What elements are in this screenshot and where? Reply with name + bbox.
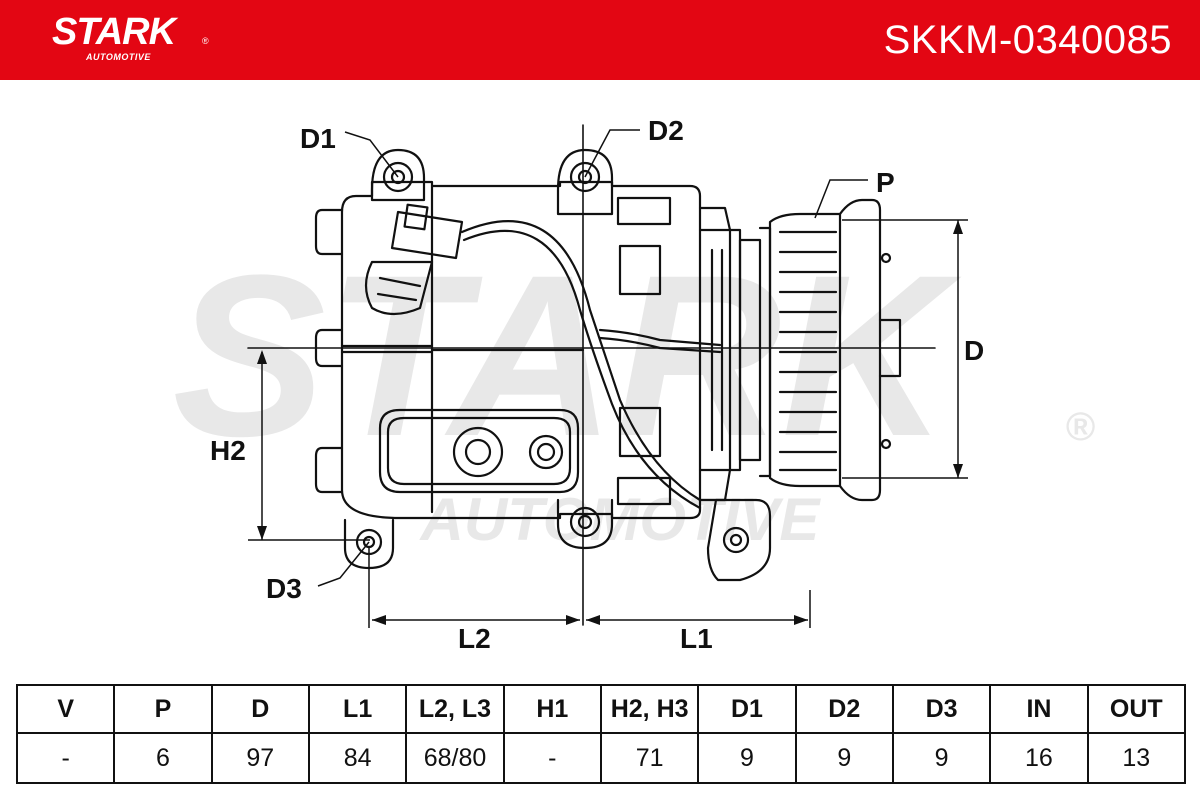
spec-header-v: V <box>15 684 116 734</box>
spec-header-d1: D1 <box>697 684 797 734</box>
spec-value-v: - <box>15 732 116 784</box>
label-p: P <box>876 167 895 198</box>
spec-header-in: IN <box>989 684 1089 734</box>
spec-table-value-row: - 6 97 84 68/80 - 71 9 9 9 16 13 <box>15 732 1187 784</box>
header-bar: STARK ® AUTOMOTIVE SKKM-0340085 <box>0 0 1200 80</box>
spec-value-out: 13 <box>1086 732 1187 784</box>
spec-header-out: OUT <box>1086 684 1187 734</box>
label-d2: D2 <box>648 115 684 146</box>
spec-header-d2: D2 <box>794 684 894 734</box>
spec-value-d1: 9 <box>697 732 797 784</box>
watermark-main: STARK <box>172 227 962 484</box>
dimension-lines <box>248 129 968 628</box>
label-l1: L1 <box>680 623 713 654</box>
spec-value-h2-h3: 71 <box>599 732 700 784</box>
brand-logo-subtext: AUTOMOTIVE <box>86 52 151 62</box>
label-d3: D3 <box>266 573 302 604</box>
spec-value-d2: 9 <box>794 732 894 784</box>
label-d1: D1 <box>300 123 336 154</box>
brand-registered-mark: ® <box>202 36 209 46</box>
spec-table: V P D L1 L2, L3 H1 H2, H3 D1 D2 D3 IN OU… <box>15 684 1187 784</box>
spec-header-d3: D3 <box>891 684 992 734</box>
label-d: D <box>964 335 984 366</box>
spec-value-l1: 84 <box>307 732 408 784</box>
brand-logo-text: STARK <box>52 11 176 53</box>
spec-value-p: 6 <box>113 732 213 784</box>
spec-header-l2-l3: L2, L3 <box>405 684 505 734</box>
dimension-arrows <box>257 220 963 625</box>
spec-value-l2-l3: 68/80 <box>405 732 505 784</box>
label-l2: L2 <box>458 623 491 654</box>
spec-table-header-row: V P D L1 L2, L3 H1 H2, H3 D1 D2 D3 IN OU… <box>15 684 1187 734</box>
part-number: SKKM-0340085 <box>883 18 1172 62</box>
spec-header-d: D <box>210 684 310 734</box>
label-h2: H2 <box>210 435 246 466</box>
watermark-sub: AUTOMOTIVE <box>419 486 822 553</box>
spec-value-d3: 9 <box>891 732 992 784</box>
compressor-outline <box>247 124 936 626</box>
spec-value-in: 16 <box>989 732 1089 784</box>
brand-logo: STARK ® AUTOMOTIVE <box>52 12 222 68</box>
spec-header-h2-h3: H2, H3 <box>599 684 700 734</box>
spec-value-d: 97 <box>210 732 310 784</box>
spec-header-l1: L1 <box>307 684 408 734</box>
spec-header-h1: H1 <box>502 684 602 734</box>
compressor-drawing: STARK AUTOMOTIVE ® <box>172 115 1095 654</box>
spec-value-h1: - <box>502 732 602 784</box>
spec-header-p: P <box>113 684 213 734</box>
watermark-registered: ® <box>1065 405 1095 449</box>
